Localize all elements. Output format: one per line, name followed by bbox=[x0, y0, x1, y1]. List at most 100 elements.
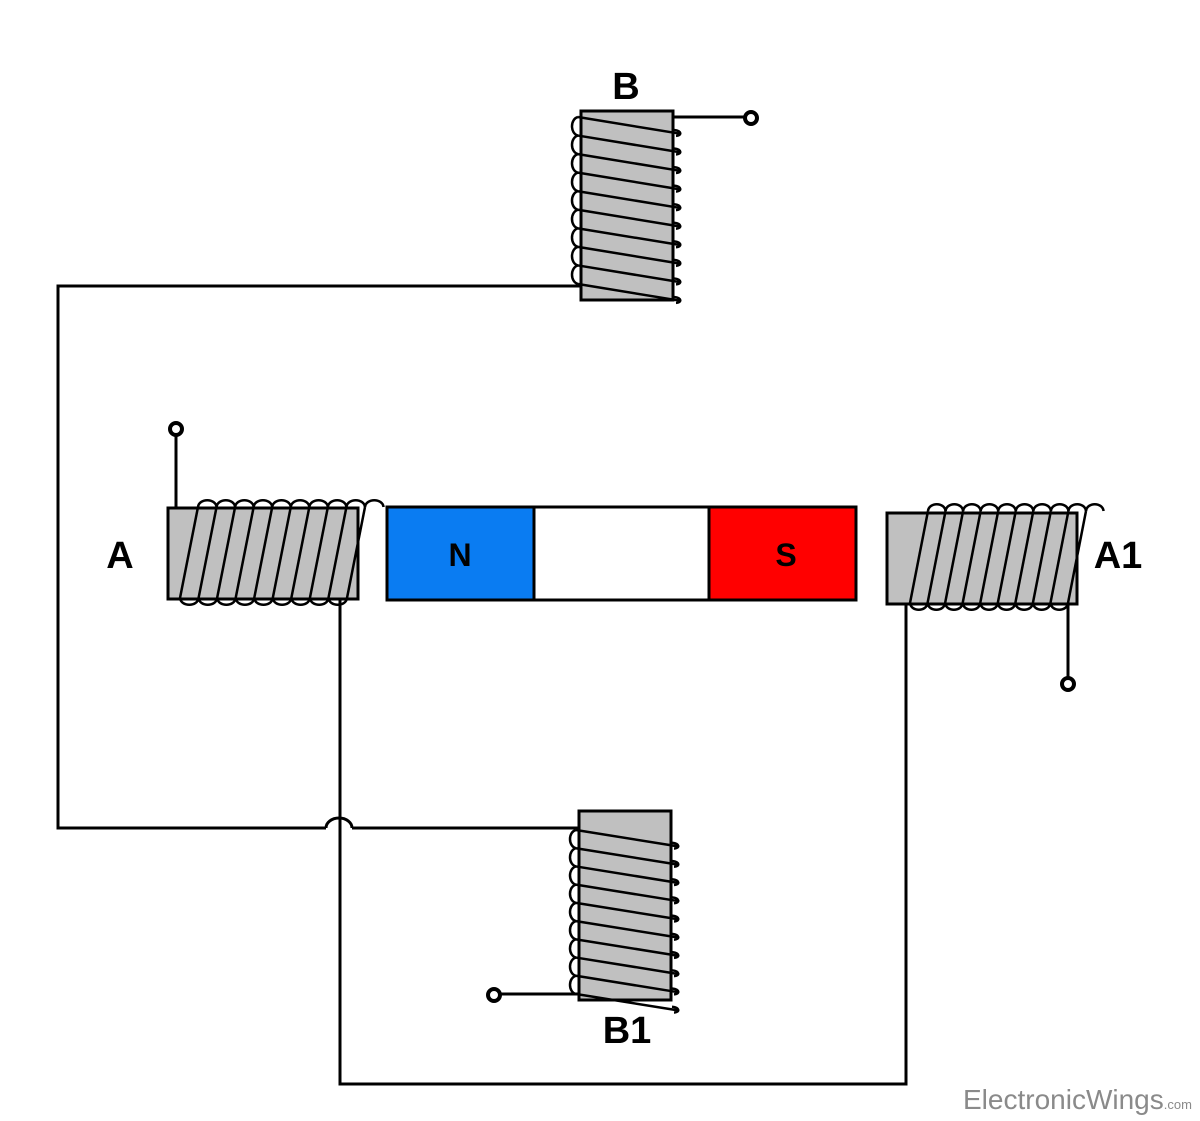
winding-turn bbox=[575, 919, 679, 939]
magnet-south-pole bbox=[707, 505, 858, 602]
winding-turn bbox=[575, 938, 679, 957]
coil-a1-label: A1 bbox=[1094, 535, 1143, 577]
winding-loop bbox=[345, 499, 367, 508]
coil-b-label: B bbox=[612, 66, 639, 108]
winding-loop bbox=[1049, 602, 1070, 611]
coil-b1-label: B1 bbox=[603, 1010, 652, 1052]
winding-turn bbox=[1066, 510, 1088, 604]
winding-loop bbox=[673, 258, 682, 268]
winding-turn bbox=[577, 189, 681, 210]
winding-loop bbox=[673, 277, 682, 286]
winding-turn bbox=[575, 901, 679, 921]
winding-loop bbox=[568, 883, 577, 905]
winding-loop bbox=[363, 499, 385, 508]
winding-loop bbox=[1049, 503, 1070, 512]
winding-loop bbox=[570, 264, 579, 286]
terminal-b1 bbox=[486, 987, 502, 1003]
winding-loop bbox=[673, 147, 682, 156]
winding-loop bbox=[570, 208, 579, 230]
winding-turn bbox=[308, 506, 330, 599]
winding-turn bbox=[1049, 510, 1070, 604]
watermark: ElectronicWings.com bbox=[963, 1084, 1192, 1115]
winding-turn bbox=[575, 865, 679, 885]
winding-loop bbox=[568, 847, 577, 868]
winding-loop bbox=[570, 115, 579, 137]
winding-turn bbox=[577, 208, 681, 228]
winding-turn bbox=[327, 506, 348, 599]
winding-turn bbox=[577, 264, 681, 284]
terminal-a1 bbox=[1060, 676, 1076, 692]
winding-turn bbox=[575, 828, 679, 848]
winding-turn bbox=[575, 846, 679, 866]
winding-loop bbox=[671, 859, 680, 869]
winding-turn bbox=[926, 510, 947, 604]
winding-turn bbox=[234, 506, 255, 599]
winding-loop bbox=[671, 841, 680, 850]
winding-loop bbox=[568, 828, 577, 850]
winding-turn bbox=[577, 171, 681, 191]
winding-loop bbox=[570, 245, 579, 267]
winding-loop bbox=[671, 969, 680, 978]
magnet-middle bbox=[532, 505, 711, 602]
winding-loop bbox=[568, 938, 577, 959]
winding-loop bbox=[233, 499, 255, 508]
winding-turn bbox=[290, 506, 311, 599]
winding-loop bbox=[570, 190, 579, 211]
coil-b1-winding bbox=[568, 828, 680, 1014]
winding-turn bbox=[345, 506, 367, 599]
winding-loop bbox=[252, 499, 274, 508]
bar-magnet: N S bbox=[385, 505, 858, 602]
winding-loop bbox=[308, 499, 330, 508]
winding-loop bbox=[673, 165, 682, 175]
winding-loop bbox=[568, 956, 577, 977]
winding-loop bbox=[671, 914, 680, 923]
winding-loop bbox=[671, 896, 680, 905]
winding-turn bbox=[575, 992, 679, 1012]
winding-loop bbox=[570, 134, 579, 156]
winding-loop bbox=[568, 865, 577, 886]
wire-b-to-b1 bbox=[56, 284, 581, 830]
coil-b1 bbox=[568, 809, 680, 1014]
winding-turn bbox=[961, 510, 982, 604]
winding-loop bbox=[673, 240, 682, 249]
winding-turn bbox=[575, 974, 679, 994]
coil-a1-winding bbox=[908, 503, 1105, 611]
winding-loop bbox=[196, 499, 218, 508]
winding-loop bbox=[327, 597, 349, 606]
winding-loop bbox=[568, 974, 577, 996]
winding-turn bbox=[575, 883, 679, 903]
winding-turn bbox=[215, 506, 237, 599]
winding-loop bbox=[215, 499, 237, 508]
coil-b bbox=[570, 109, 682, 305]
winding-loop bbox=[996, 503, 1018, 512]
magnet-north-pole bbox=[385, 505, 536, 602]
winding-turn bbox=[577, 115, 681, 135]
winding-turn bbox=[978, 510, 1000, 604]
terminal-a bbox=[168, 421, 184, 437]
winding-loop bbox=[673, 184, 682, 193]
winding-loop bbox=[1032, 503, 1053, 512]
winding-loop bbox=[1067, 503, 1088, 512]
winding-loop bbox=[673, 202, 682, 212]
winding-loop bbox=[979, 503, 1000, 512]
magnet-north-label: N bbox=[448, 537, 471, 573]
winding-turn bbox=[252, 506, 274, 599]
winding-turn bbox=[178, 506, 200, 599]
winding-loop bbox=[270, 499, 293, 508]
winding-turn bbox=[197, 506, 218, 599]
coil-b-winding bbox=[570, 115, 682, 305]
winding-turn bbox=[271, 506, 293, 599]
winding-loop bbox=[570, 152, 579, 174]
winding-turn bbox=[1031, 510, 1053, 604]
winding-loop bbox=[568, 919, 577, 941]
watermark-main: ElectronicWings bbox=[963, 1084, 1164, 1115]
winding-turn bbox=[996, 510, 1018, 604]
winding-loop bbox=[671, 1005, 680, 1014]
winding-loop bbox=[570, 171, 579, 193]
winding-turn bbox=[577, 282, 681, 302]
winding-loop bbox=[961, 503, 982, 512]
winding-loop bbox=[944, 503, 965, 512]
coil-a-winding bbox=[178, 499, 385, 606]
winding-loop bbox=[326, 499, 348, 508]
winding-loop bbox=[671, 950, 680, 960]
